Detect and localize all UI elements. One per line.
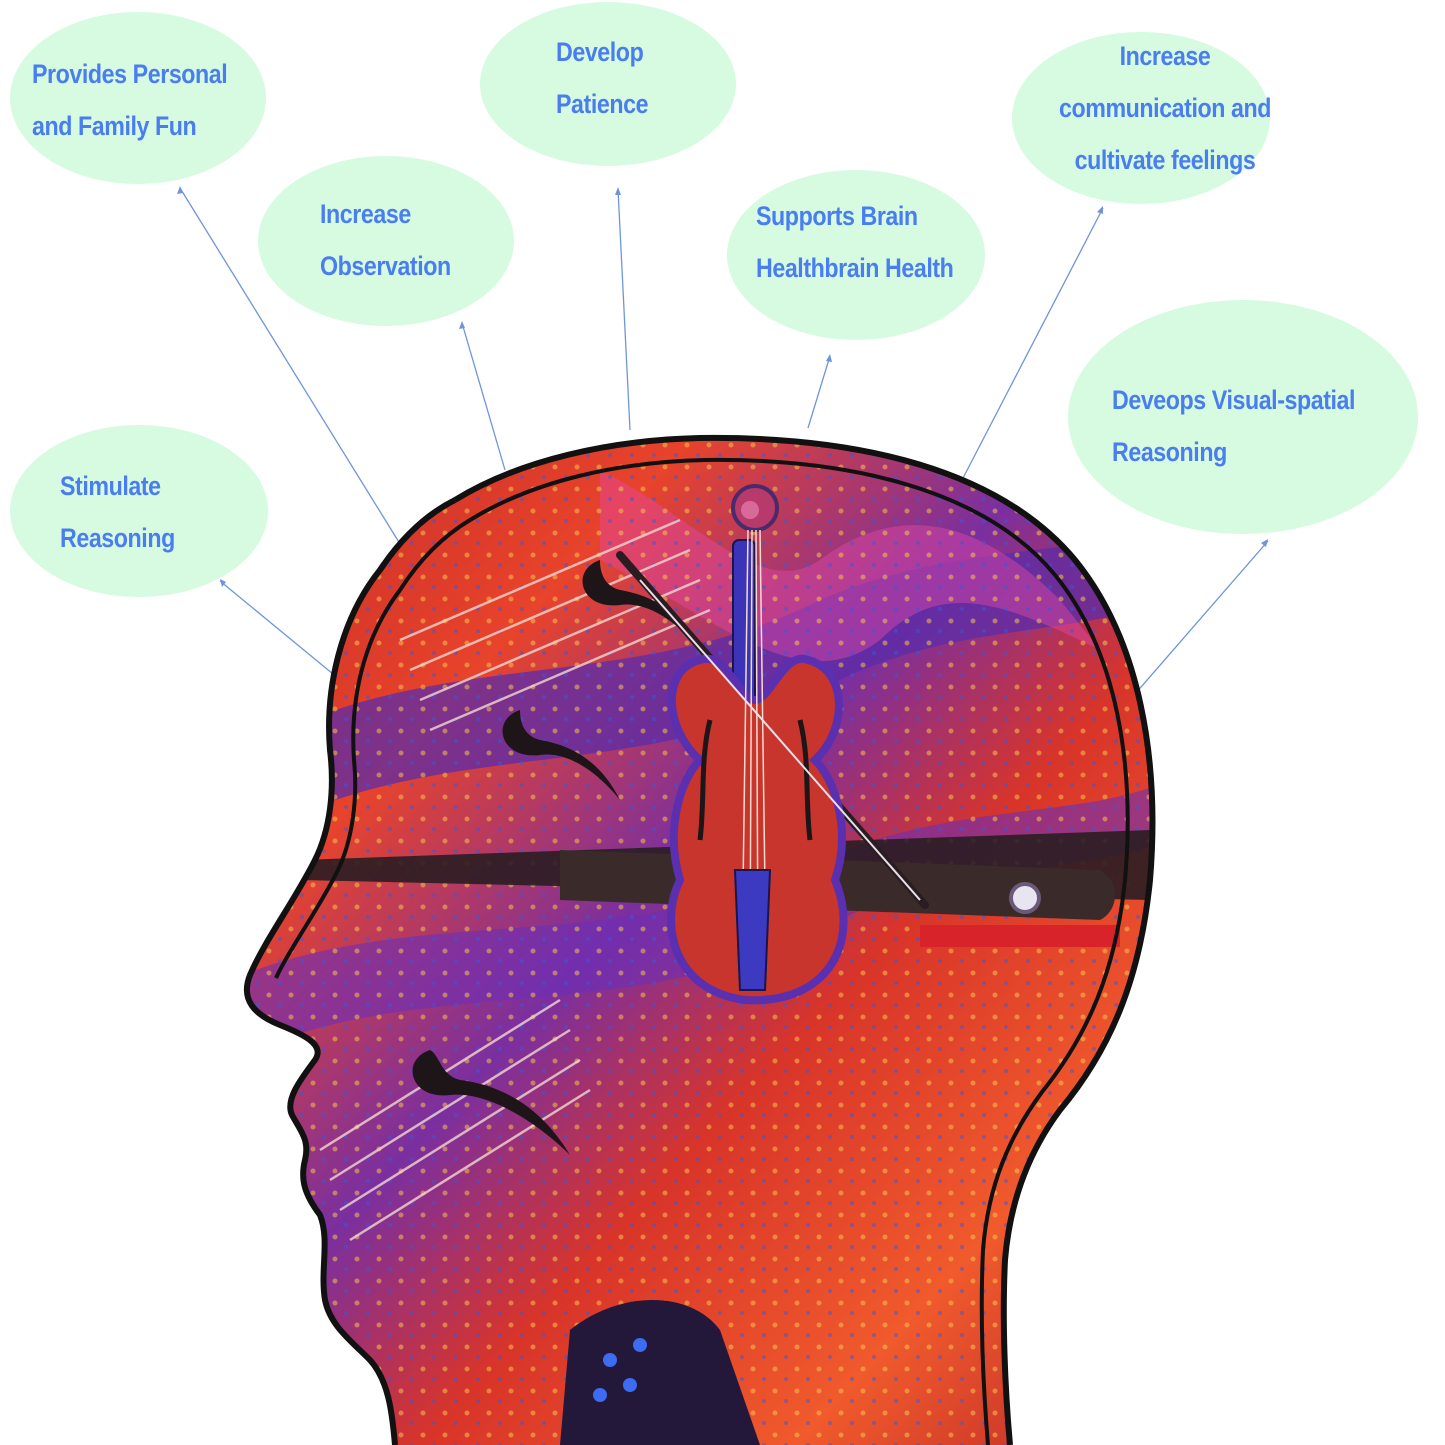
benefit-label-stimulate-reasoning: Stimulate Reasoning [60, 460, 175, 564]
benefit-bubble-stimulate-reasoning [10, 425, 268, 597]
benefit-line: Observation [320, 251, 451, 281]
benefit-line: Reasoning [60, 523, 175, 553]
violin-icon [616, 484, 929, 1005]
benefit-label-develop-patience: Develop Patience [556, 26, 649, 130]
benefit-line: Provides Personal [32, 59, 228, 89]
benefit-label-increase-communication: Increase communication and cultivate fee… [1025, 30, 1305, 186]
benefit-line: communication and [1058, 93, 1272, 123]
benefit-label-provides-personal-family-fun: Provides Personal and Family Fun [32, 48, 228, 152]
connector-arrowheads [177, 186, 1268, 587]
connector-lines [179, 187, 1269, 695]
benefit-line: Increase [320, 199, 411, 229]
benefit-bubble-develop-patience [480, 2, 736, 166]
benefit-line: Increase [1119, 41, 1211, 71]
benefit-bubble-increase-observation [258, 156, 514, 326]
benefit-bubble-supports-brain-health [727, 170, 985, 340]
benefit-line: Reasoning [1112, 437, 1227, 467]
benefit-label-supports-brain-health: Supports Brain Healthbrain Health [756, 190, 954, 294]
benefit-line: Supports Brain [756, 201, 918, 231]
benefit-line: Patience [556, 89, 649, 119]
benefit-line: cultivate feelings [1074, 145, 1256, 175]
benefit-line: Develop [556, 37, 644, 67]
benefit-line: Healthbrain Health [756, 253, 954, 283]
head-outline [243, 434, 1156, 1445]
benefit-line: Stimulate [60, 471, 161, 501]
benefit-bubble-provides-personal-family-fun [10, 12, 266, 184]
benefit-line: Deveops Visual-spatial [1112, 385, 1356, 415]
benefit-label-increase-observation: Increase Observation [320, 188, 451, 292]
benefit-bubble-increase-communication [1012, 32, 1270, 204]
benefit-label-develops-visual-spatial: Deveops Visual-spatial Reasoning [1112, 374, 1355, 478]
benefit-line: and Family Fun [32, 111, 197, 141]
benefit-bubble-develops-visual-spatial [1068, 300, 1418, 534]
